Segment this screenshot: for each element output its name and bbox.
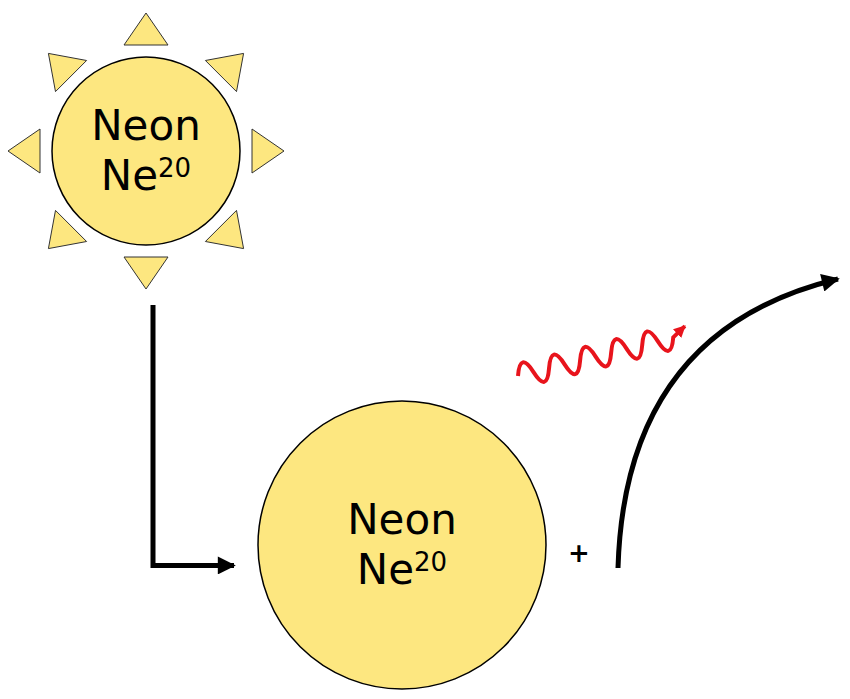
excitation-ray xyxy=(124,257,168,289)
emitted-particle-arc xyxy=(618,279,838,568)
nucleus-label-line: Neon xyxy=(347,495,457,545)
element-symbol: Ne xyxy=(101,151,158,201)
decay-arrow xyxy=(153,305,234,565)
element-name: Neon xyxy=(91,101,201,151)
gamma-ray-wave xyxy=(515,322,690,387)
excitation-ray xyxy=(252,129,284,173)
ground-nucleus: NeonNe20 xyxy=(256,399,548,691)
element-symbol: Ne xyxy=(357,545,414,595)
excited-nucleus: NeonNe20 xyxy=(6,11,286,291)
mass-number: 20 xyxy=(158,153,191,184)
element-name: Neon xyxy=(347,495,457,545)
mass-number: 20 xyxy=(414,547,447,578)
nucleus-label-line: Neon xyxy=(91,101,201,151)
plus-sign: + xyxy=(568,538,590,568)
excitation-ray xyxy=(124,13,168,45)
nucleus-label-line: Ne20 xyxy=(101,151,191,201)
nucleus-label-line: Ne20 xyxy=(357,545,447,595)
excitation-ray xyxy=(8,129,40,173)
